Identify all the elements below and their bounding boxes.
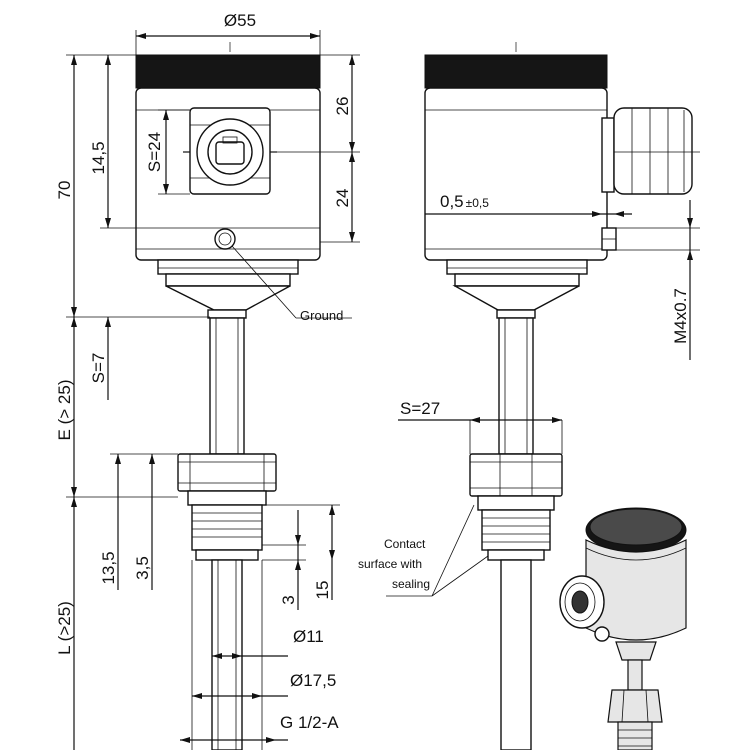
- contact-label-2: surface with: [358, 557, 422, 571]
- dim-d11: Ø11: [293, 627, 324, 646]
- side-cap: [424, 54, 608, 89]
- side-probe: [500, 559, 532, 750]
- dim-top-section: 26: [333, 97, 352, 116]
- dim-thread-3-5: 3,5: [133, 556, 152, 580]
- perspective-view: [559, 507, 687, 750]
- dim-stem-wrench: S=7: [89, 353, 108, 384]
- dim-upper: 14,5: [89, 141, 108, 174]
- dim-d17: Ø17,5: [290, 671, 336, 690]
- dim-probe-length: L (>25): [55, 601, 74, 655]
- dim-thread: G 1/2-A: [280, 713, 339, 732]
- dim-3: 3: [279, 595, 298, 604]
- dim-mid-section: 24: [333, 189, 352, 208]
- ground-screw: [214, 228, 236, 250]
- front-hex-nut: [177, 453, 277, 492]
- dim-screw: M4x0.7: [671, 288, 690, 344]
- front-cap: [135, 54, 321, 89]
- dim-diameter-top: Ø55: [224, 11, 256, 30]
- contact-label-1: Contact: [384, 537, 426, 551]
- dim-gap: 0,5±0,5: [440, 192, 489, 211]
- front-view: Ø55 70 14,5 S=24 26 24 Gro: [55, 11, 360, 750]
- dim-nut: S=27: [400, 399, 440, 418]
- side-housing: [424, 87, 608, 261]
- side-connector: [601, 117, 615, 193]
- contact-label-3: sealing: [392, 577, 430, 591]
- dim-stem-length: E (> 25): [55, 380, 74, 441]
- dim-15: 15: [313, 581, 332, 600]
- front-stem: [209, 317, 245, 455]
- ground-label: Ground: [300, 308, 343, 323]
- side-hex-nut: [469, 453, 563, 497]
- side-stem: [498, 317, 534, 455]
- dim-wrench: S=24: [145, 132, 164, 172]
- dim-thread-13: 13,5: [99, 551, 118, 584]
- side-view: 0,5±0,5 M4x0.7 S=27: [358, 42, 700, 750]
- dim-height-total: 70: [55, 181, 74, 200]
